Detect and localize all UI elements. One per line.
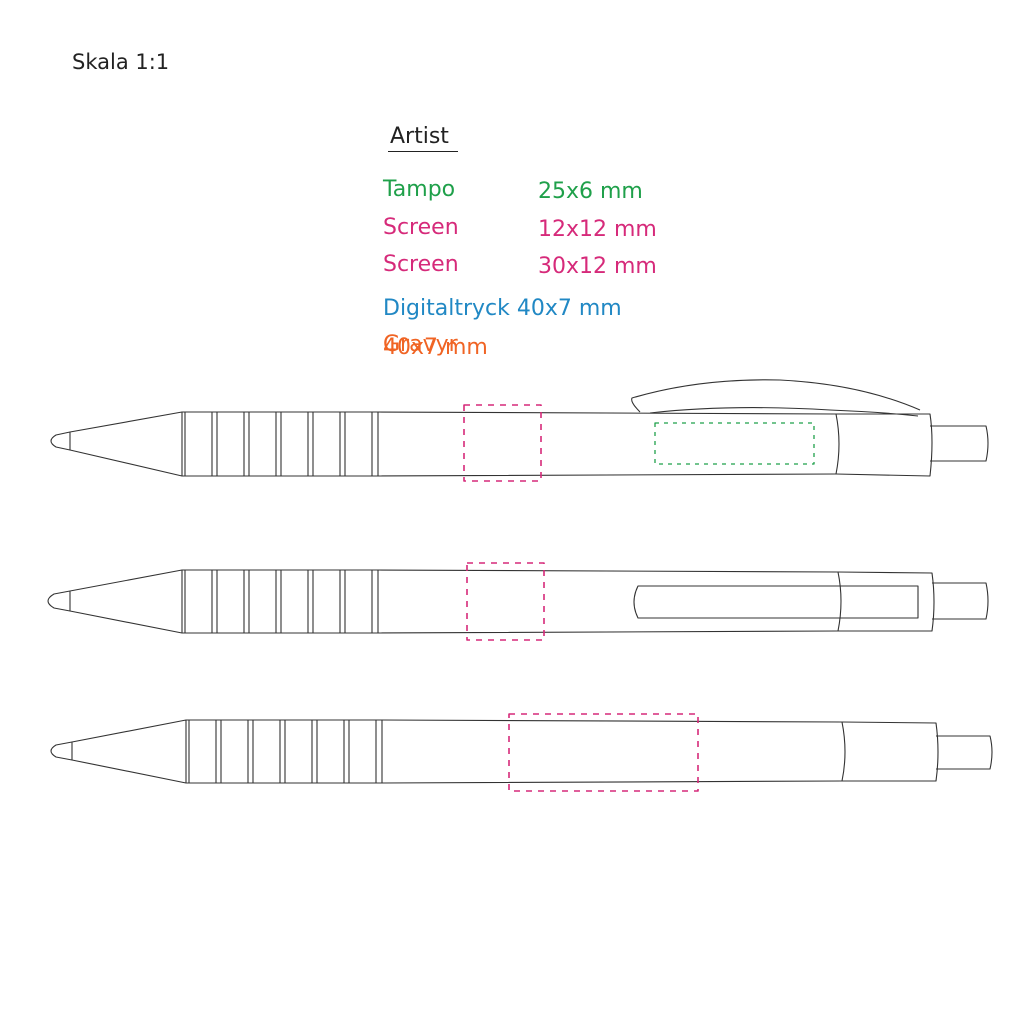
product-title: Artist bbox=[390, 124, 449, 149]
pen-2-barrel bbox=[377, 569, 839, 634]
method-screen-small-name: Screen bbox=[383, 215, 459, 240]
print-area-tampo-25x6 bbox=[654, 422, 815, 465]
method-gravyr-name: Gravyr bbox=[383, 332, 458, 357]
method-gravyr-size: 40x7 mm bbox=[383, 335, 488, 360]
pen-2-grip-rings bbox=[184, 570, 373, 633]
pen-side-view bbox=[50, 379, 989, 477]
pen-3-cap-seam bbox=[841, 721, 846, 782]
pen-3-grip-rings bbox=[188, 720, 377, 783]
pen-1-nose-cone bbox=[69, 411, 183, 477]
pen-1-plunger bbox=[930, 425, 989, 462]
pen-1-grip-rings bbox=[184, 412, 373, 476]
pen-2-grip bbox=[182, 569, 379, 634]
pen-3-barrel bbox=[381, 719, 843, 784]
print-area-screen-12x12-front bbox=[466, 562, 545, 641]
pen-3-nose-cone bbox=[71, 719, 187, 784]
pen-2-refill-tip bbox=[47, 590, 71, 612]
pen-1-refill-tip bbox=[50, 431, 71, 451]
print-area-screen-30x12 bbox=[508, 713, 699, 792]
pen-1-cap-seam bbox=[835, 413, 840, 475]
pen-back-view bbox=[50, 719, 993, 784]
pen-3-top-cap bbox=[841, 721, 939, 782]
pen-2-plunger bbox=[932, 582, 989, 620]
method-digital-label: Digitaltryck 40x7 mm bbox=[383, 296, 622, 321]
pen-front-view bbox=[47, 569, 989, 634]
pen-2-clip bbox=[633, 585, 919, 619]
pen-1-clip bbox=[631, 379, 921, 417]
method-tampo-name: Tampo bbox=[383, 177, 456, 202]
print-area-screen-12x12-top bbox=[463, 404, 542, 482]
pen-3-refill-tip bbox=[50, 741, 73, 761]
scale-label: Skala 1:1 bbox=[72, 50, 170, 74]
pen-2-top-cap bbox=[837, 571, 935, 632]
pen-1-grip bbox=[182, 411, 379, 477]
pen-3-grip bbox=[186, 719, 383, 784]
pen-3-plunger bbox=[936, 735, 993, 770]
method-screen-large-name: Screen bbox=[383, 252, 459, 277]
pen-2-cap-seam bbox=[837, 571, 842, 632]
method-tampo-size: 25x6 mm bbox=[538, 179, 643, 204]
pen-1-barrel bbox=[377, 411, 837, 477]
method-screen-large-size: 30x12 mm bbox=[538, 254, 657, 279]
pen-1-top-cap bbox=[835, 413, 933, 477]
method-screen-small-size: 12x12 mm bbox=[538, 217, 657, 242]
pen-2-nose-cone bbox=[69, 569, 183, 634]
title-underline bbox=[388, 151, 458, 152]
